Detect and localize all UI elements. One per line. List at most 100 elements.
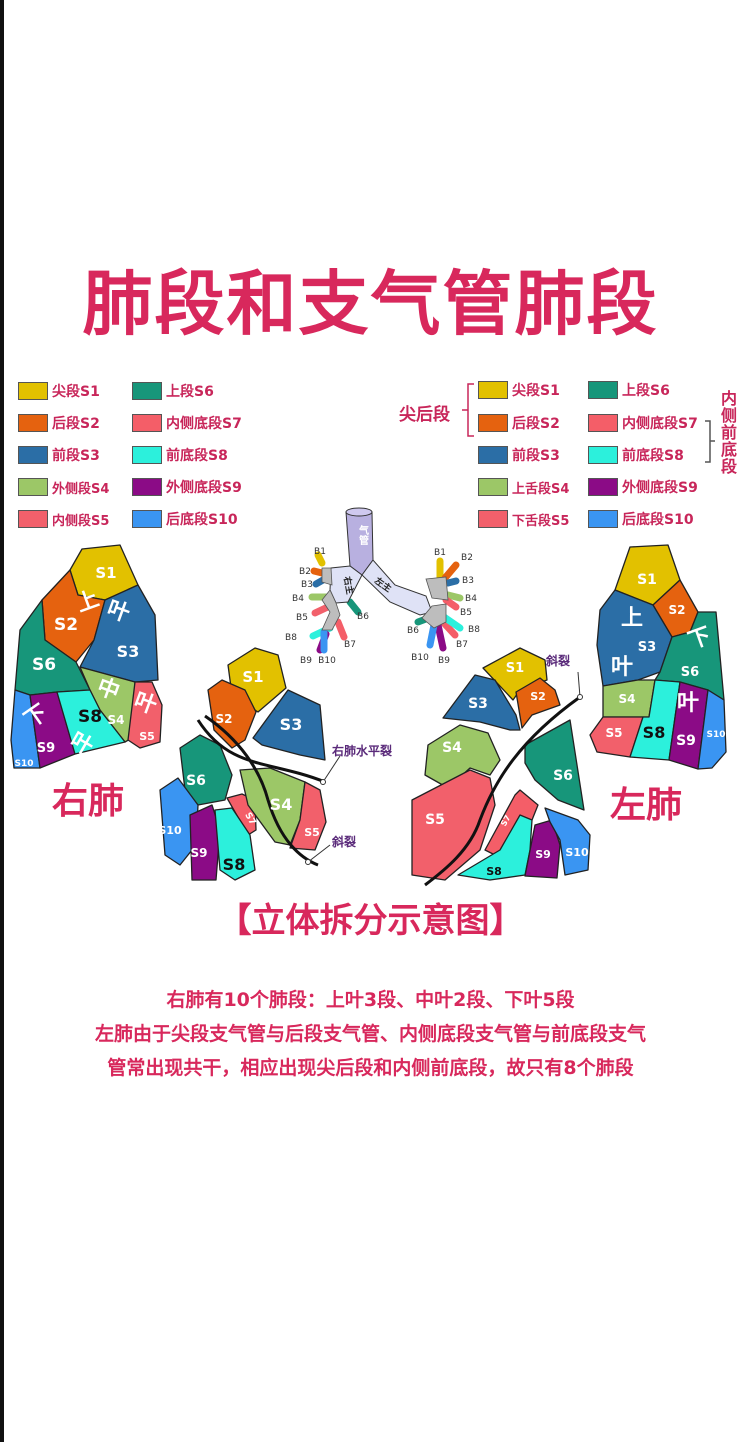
left-lung-label: 左肺 xyxy=(610,785,683,826)
legend-item: 尖段S1 xyxy=(18,380,100,402)
color-swatch xyxy=(478,381,508,399)
horizontal-fissure-line xyxy=(196,719,326,784)
legend-label: 前底段S8 xyxy=(166,448,228,464)
horizontal-fissure-pointer xyxy=(322,755,341,783)
label-b1-left: B1 xyxy=(434,548,446,558)
exploded-left-s1-label: S1 xyxy=(506,661,524,676)
bronchus-b1-right xyxy=(314,551,326,567)
label-b2-left: B2 xyxy=(461,553,473,563)
bracket-label-anteromedial-basal: 内侧前底段 xyxy=(718,390,737,475)
label-b10-right: B10 xyxy=(318,656,336,666)
oblique-fissure-label-left: 斜裂 xyxy=(545,653,570,668)
bronchus-b7-right xyxy=(334,618,348,641)
pointer-dot xyxy=(305,859,311,865)
color-swatch xyxy=(478,478,508,496)
legend-item: 后段S2 xyxy=(478,412,560,434)
right-s5-label: S5 xyxy=(139,730,155,743)
exploded-right-s4-label: S4 xyxy=(270,795,293,814)
exploded-left-s10-label: S10 xyxy=(565,846,589,859)
bronchus-b2-right xyxy=(310,567,326,577)
legend-item: 内侧底段S7 xyxy=(132,412,242,434)
legend-item: 上段S6 xyxy=(588,379,670,401)
left-s9-label: S9 xyxy=(676,733,696,749)
color-swatch xyxy=(478,446,508,464)
legend-item: 外侧底段S9 xyxy=(588,476,698,498)
exploded-right-s2-label: S2 xyxy=(216,712,233,726)
right-s10-label: S10 xyxy=(14,759,33,769)
bronchus-b7-left xyxy=(439,618,459,639)
color-swatch xyxy=(18,478,48,496)
legend-item: 前段S3 xyxy=(18,444,100,466)
label-b1-right: B1 xyxy=(314,547,326,557)
label-b4-right: B4 xyxy=(292,594,304,604)
legend-item: 后底段S10 xyxy=(588,508,694,530)
legend-item: 下舌段S5 xyxy=(478,508,569,530)
label-b9-right: B9 xyxy=(300,656,312,666)
bronchus-b10-left xyxy=(426,621,438,649)
exploded-right-lung: S1 S2 S3 S6 S10 S9 S7 S8 S4 S5 右肺水平裂 斜裂 xyxy=(158,647,392,881)
oblique-fissure-line-left xyxy=(424,695,581,887)
right-lobar-bronchi xyxy=(321,567,341,631)
oblique-fissure-line-right xyxy=(204,714,319,867)
legend-label: 上舌段S4 xyxy=(512,481,570,497)
oblique-fissure-label-right: 斜裂 xyxy=(331,834,356,849)
right-s6-label: S6 xyxy=(32,655,56,675)
left-s8-label: S8 xyxy=(643,723,666,742)
right-lung-map: S1 S2 S3 S6 S4 S5 S8 S9 S10 上 叶 中 叶 下 叶 xyxy=(10,544,163,769)
legend-label: 上段S6 xyxy=(166,384,214,400)
bracket-apicoposterior xyxy=(462,383,474,437)
right-s9-label: S9 xyxy=(37,741,55,756)
color-swatch xyxy=(132,446,162,464)
right-segment-s8 xyxy=(56,689,126,755)
exploded-left-s2-label: S2 xyxy=(530,690,546,703)
legend-label: 外侧底段S9 xyxy=(166,480,242,496)
image-edge xyxy=(0,0,4,1442)
legend-label: 前底段S8 xyxy=(622,448,684,464)
label-b3-right: B3 xyxy=(301,580,313,590)
left-upper-lobe-label: 上 xyxy=(621,606,643,631)
legend-label: 下舌段S5 xyxy=(512,513,570,529)
legend-label: 后底段S10 xyxy=(622,512,694,528)
left-segment-s10 xyxy=(697,689,727,770)
color-swatch xyxy=(18,414,48,432)
exploded-right-s6-label: S6 xyxy=(186,773,206,789)
exploded-right-s10-label: S10 xyxy=(158,824,182,837)
pointer-dot xyxy=(577,694,583,700)
exploded-right-s5-label: S5 xyxy=(304,826,320,839)
exploded-right-s8-label: S8 xyxy=(223,855,246,874)
legend-label: 内侧段S5 xyxy=(52,513,110,529)
exploded-left-s4-label: S4 xyxy=(442,740,462,756)
right-segment-s10 xyxy=(10,689,41,769)
right-s8-label: S8 xyxy=(78,707,102,727)
exploded-left-s3-label: S3 xyxy=(468,696,488,712)
color-swatch xyxy=(478,414,508,432)
legend-item: 前底段S8 xyxy=(132,444,228,466)
exploded-left-s3 xyxy=(442,674,521,731)
bronchus-b8-left xyxy=(440,613,464,632)
left-s4-label: S4 xyxy=(619,692,636,706)
label-b7-right: B7 xyxy=(344,640,356,650)
label-b2-right: B2 xyxy=(299,567,311,577)
legend-item: 内侧底段S7 xyxy=(588,412,698,434)
legend-item: 外侧底段S9 xyxy=(132,476,242,498)
legend-label: 上段S6 xyxy=(622,383,670,399)
legend-item: 内侧段S5 xyxy=(18,508,109,530)
exploded-right-s2 xyxy=(207,679,257,749)
legend-label: 后段S2 xyxy=(52,416,100,432)
legend-item: 后底段S10 xyxy=(132,508,238,530)
legend-item: 尖段S1 xyxy=(478,379,560,401)
color-swatch xyxy=(18,446,48,464)
legend-label: 内侧底段S7 xyxy=(166,416,242,432)
oblique-fissure-pointer-right xyxy=(307,844,331,863)
color-swatch xyxy=(588,510,618,528)
exploded-left-s6-label: S6 xyxy=(553,768,573,784)
bronchus-b4-left xyxy=(444,591,464,602)
trachea-opening xyxy=(345,507,373,517)
note-line-2: 左肺由于尖段支气管与后段支气管、内侧底段支气管与前底段支气 xyxy=(94,1023,646,1045)
label-b6-right: B6 xyxy=(357,612,369,622)
color-swatch xyxy=(132,510,162,528)
legend-item: 前段S3 xyxy=(478,444,560,466)
right-s3-label: S3 xyxy=(117,642,140,661)
bronchus-b9-left xyxy=(434,621,447,652)
